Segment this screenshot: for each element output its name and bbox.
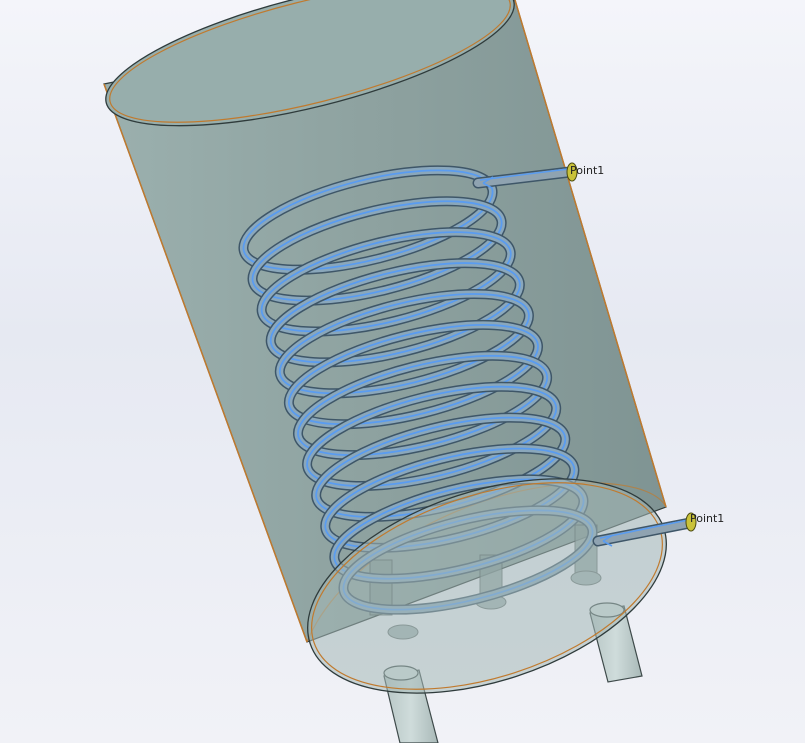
outlet-flange <box>685 512 697 532</box>
top-cap[interactable] <box>93 0 527 156</box>
coil-turn <box>251 200 503 302</box>
coil-turn <box>287 323 539 426</box>
inlet-arrow-icon <box>482 176 494 189</box>
outlet-point-label: Point1 <box>690 512 724 525</box>
coil-turn <box>306 385 558 487</box>
coil-turn <box>269 262 521 364</box>
inlet-point-label: Point1 <box>570 164 604 177</box>
tank-edge-right <box>514 0 667 508</box>
outlet-arrow-icon <box>602 534 614 547</box>
coil-turn <box>297 354 549 457</box>
inlet-flange <box>566 162 578 182</box>
helical-coil[interactable] <box>234 150 602 630</box>
coil-turn <box>278 293 530 395</box>
coil-turn <box>242 169 494 271</box>
inlet-pipe[interactable] <box>472 162 578 189</box>
outlet-pipe[interactable] <box>592 512 697 547</box>
tank-edge-left <box>103 83 308 643</box>
coil-turn <box>260 231 512 333</box>
